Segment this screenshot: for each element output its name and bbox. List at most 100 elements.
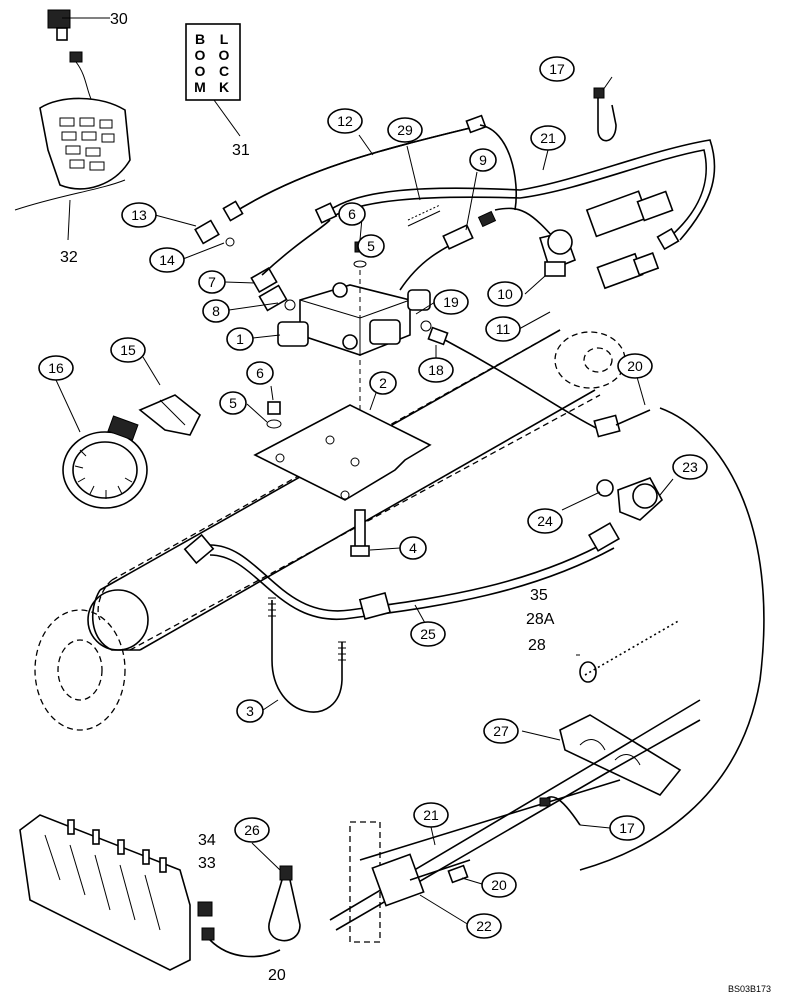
clamp-block — [559, 714, 682, 796]
elbow-fitting — [538, 229, 577, 277]
callout-12: 12 — [337, 113, 353, 129]
callout-21: 21 — [423, 807, 439, 823]
boom-lock-valve — [277, 282, 431, 356]
hose-clip — [138, 394, 202, 436]
callout-14: 14 — [159, 252, 175, 268]
callout-3: 3 — [246, 703, 254, 719]
decal-letter: O — [219, 47, 230, 63]
callout-bubble — [469, 148, 497, 172]
callout-bubble — [234, 817, 270, 843]
callout-bubble — [369, 371, 397, 395]
callout-18: 18 — [428, 362, 444, 378]
callout-bubble — [38, 355, 74, 381]
callout-bubble — [202, 299, 230, 323]
callout-13: 13 — [131, 207, 147, 223]
callout-bubble — [433, 289, 469, 315]
decal-letter: B — [195, 31, 205, 47]
callout-21: 21 — [540, 130, 556, 146]
control-panel — [14, 97, 131, 241]
callout-bubble — [236, 699, 264, 723]
callout-bubble — [530, 125, 566, 151]
callout-bubble — [485, 316, 521, 342]
adapter-fittings — [194, 219, 331, 312]
callout-25: 25 — [420, 626, 436, 642]
label-20: 20 — [268, 967, 286, 984]
callout-bubble — [219, 391, 247, 415]
callout-bubble — [466, 913, 502, 939]
callout-bubble — [539, 56, 575, 82]
callout-17: 17 — [619, 820, 635, 836]
hose-clamp — [62, 415, 148, 509]
callout-27: 27 — [493, 723, 509, 739]
callout-19: 19 — [443, 294, 459, 310]
rocker-switch — [47, 9, 108, 41]
callout-15: 15 — [120, 342, 136, 358]
strap-26 — [268, 865, 301, 942]
callout-bubble — [672, 454, 708, 480]
callout-bubble — [149, 247, 185, 273]
callout-bubble — [226, 327, 254, 351]
callout-20: 20 — [491, 877, 507, 893]
callout-bubble — [413, 802, 449, 828]
label-28a: 28A — [526, 611, 555, 628]
callout-bubble — [357, 234, 385, 258]
callout-10: 10 — [497, 286, 513, 302]
label-32: 32 — [60, 249, 78, 266]
callout-11: 11 — [496, 321, 511, 337]
callout-9: 9 — [479, 152, 487, 168]
label-30: 30 — [110, 11, 128, 28]
callout-bubble — [110, 337, 146, 363]
callout-bubble — [387, 117, 423, 143]
callout-bubble — [410, 621, 446, 647]
callout-bubble — [399, 536, 427, 560]
boom-lock-decal: B L O O O C M K — [185, 23, 241, 137]
callout-bubble — [487, 281, 523, 307]
strap-17-upper — [593, 87, 617, 142]
callout-5: 5 — [229, 395, 237, 411]
decal-letter: L — [220, 31, 229, 47]
callout-2: 2 — [379, 375, 387, 391]
quick-couplers — [585, 190, 674, 290]
callout-16: 16 — [48, 360, 64, 376]
decal-letter: O — [195, 47, 206, 63]
callout-bubble — [327, 108, 363, 134]
callout-29: 29 — [397, 122, 413, 138]
fittings-18-19 — [420, 320, 601, 431]
label-35: 35 — [530, 587, 548, 604]
callout-7: 7 — [208, 274, 216, 290]
fitting-20 — [579, 407, 765, 871]
callout-bubble — [198, 270, 226, 294]
decal-letter: O — [195, 63, 206, 79]
callout-bubble — [246, 361, 274, 385]
decal-letter: M — [194, 79, 206, 95]
strap-17-lower — [539, 796, 581, 826]
fitting-23 — [596, 477, 664, 521]
callout-bubble — [617, 353, 653, 379]
callout-17: 17 — [549, 61, 565, 77]
u-bolt — [268, 597, 346, 713]
callout-bubbles: 1 2 3 4 5 5 6 6 7 8 9 10 11 12 13 14 15 — [38, 56, 708, 939]
callout-bubble — [418, 357, 454, 383]
label-34: 34 — [198, 832, 216, 849]
control-valve-bank — [19, 814, 281, 971]
callout-bubble — [609, 815, 645, 841]
spring-guard-29 — [407, 204, 441, 227]
callout-8: 8 — [212, 303, 220, 319]
lower-hoses — [329, 699, 701, 943]
callout-6: 6 — [256, 365, 264, 381]
figure-code: BS03B173 — [728, 984, 771, 994]
callout-6: 6 — [348, 206, 356, 222]
callout-bubble — [481, 872, 517, 898]
plain-labels: 30 31 32 35 28A 28 34 33 20 — [60, 11, 555, 984]
callout-22: 22 — [476, 918, 492, 934]
hose-25 — [183, 522, 620, 621]
callout-4: 4 — [409, 540, 417, 556]
solenoid-harness — [399, 207, 561, 291]
spring-guard-28 — [579, 619, 681, 683]
decal-letter: K — [219, 79, 229, 95]
callout-bubble — [527, 508, 563, 534]
callout-26: 26 — [244, 822, 260, 838]
callout-bubble — [121, 202, 157, 228]
